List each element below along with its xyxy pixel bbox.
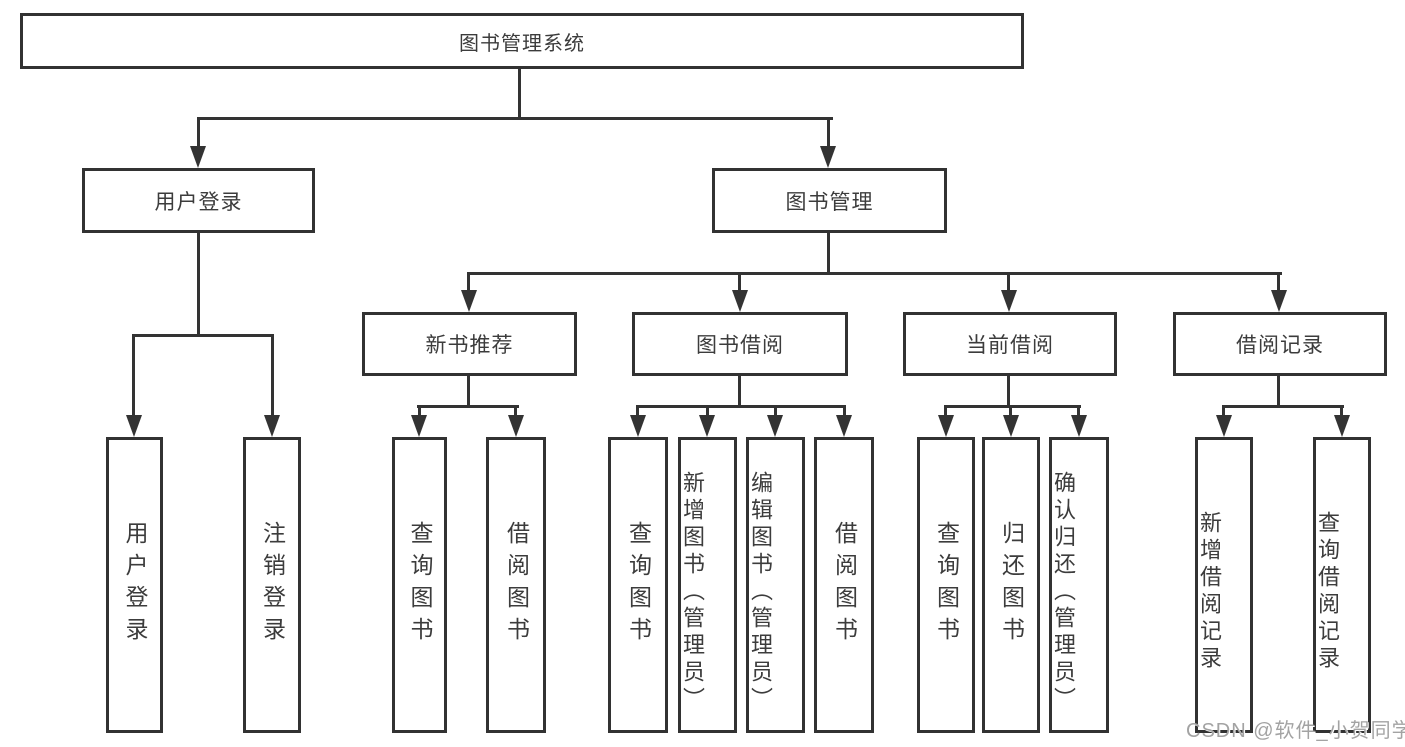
arrowhead-icon xyxy=(1003,415,1019,437)
node-label: 查询图书 xyxy=(407,521,433,649)
connector-line xyxy=(418,405,421,419)
leaf-return-books: 归还图书 xyxy=(982,437,1040,733)
node-label: 查询图书 xyxy=(625,521,652,649)
leaf-borrow-books-borrow: 借阅图书 xyxy=(814,437,874,733)
connector-line xyxy=(197,233,200,337)
node-label: 确认归还（管理员） xyxy=(1051,470,1076,714)
arrowhead-icon xyxy=(820,146,836,168)
connector-line xyxy=(1222,405,1344,408)
connector-line xyxy=(514,405,517,419)
node-label: 查询借阅记录 xyxy=(1315,511,1340,673)
arrowhead-icon xyxy=(264,415,280,437)
arrowhead-icon xyxy=(1001,290,1017,312)
arrowhead-icon xyxy=(190,146,206,168)
node-label: 图书管理系统 xyxy=(459,32,585,55)
connector-line xyxy=(843,405,846,419)
node-book-management: 图书管理 xyxy=(712,168,947,233)
node-label: 归还图书 xyxy=(998,521,1025,649)
connector-line xyxy=(827,233,830,275)
node-label: 查询图书 xyxy=(933,521,960,649)
node-label: 注销登录 xyxy=(259,521,286,649)
node-label: 借阅记录 xyxy=(1236,334,1324,357)
leaf-add-book-admin: 新增图书（管理员） xyxy=(678,437,737,733)
leaf-borrow-books-recommend: 借阅图书 xyxy=(486,437,546,733)
connector-line xyxy=(467,272,470,294)
connector-line xyxy=(1007,376,1010,408)
node-label: 当前借阅 xyxy=(966,334,1054,357)
connector-line xyxy=(467,376,470,408)
node-label: 编辑图书（管理员） xyxy=(748,470,773,714)
node-current-borrow: 当前借阅 xyxy=(903,312,1117,376)
arrowhead-icon xyxy=(732,290,748,312)
arrowhead-icon xyxy=(630,415,646,437)
node-borrow-records: 借阅记录 xyxy=(1173,312,1387,376)
node-label: 借阅图书 xyxy=(831,521,858,649)
arrowhead-icon xyxy=(1071,415,1087,437)
leaf-query-borrow-record: 查询借阅记录 xyxy=(1313,437,1371,733)
connector-line xyxy=(1277,376,1280,408)
arrowhead-icon xyxy=(126,415,142,437)
connector-line xyxy=(197,117,200,150)
connector-line xyxy=(1077,405,1080,419)
connector-line xyxy=(827,117,830,150)
watermark: CSDN @软件_小贺同学 xyxy=(1186,720,1405,742)
node-book-borrow: 图书借阅 xyxy=(632,312,848,376)
connector-line xyxy=(132,334,135,417)
node-label: 图书管理 xyxy=(785,190,874,214)
node-library-system: 图书管理系统 xyxy=(20,13,1024,69)
leaf-user-login: 用户登录 xyxy=(106,437,163,733)
connector-line xyxy=(518,69,521,119)
leaf-add-borrow-record: 新增借阅记录 xyxy=(1195,437,1253,733)
leaf-edit-book-admin: 编辑图书（管理员） xyxy=(746,437,805,733)
leaf-query-books-current: 查询图书 xyxy=(917,437,975,733)
connector-line xyxy=(197,117,833,120)
connector-line xyxy=(706,405,709,419)
node-label: 用户登录 xyxy=(122,521,148,649)
arrowhead-icon xyxy=(508,415,524,437)
connector-line xyxy=(944,405,1081,408)
arrowhead-icon xyxy=(1216,415,1232,437)
connector-line xyxy=(1222,405,1225,419)
node-label: 新增图书（管理员） xyxy=(680,470,705,714)
node-label: 用户登录 xyxy=(154,190,243,214)
node-label: 图书借阅 xyxy=(696,334,784,357)
arrowhead-icon xyxy=(767,415,783,437)
arrowhead-icon xyxy=(1334,415,1350,437)
node-label: 借阅图书 xyxy=(503,521,530,649)
node-user-login: 用户登录 xyxy=(82,168,315,233)
arrowhead-icon xyxy=(411,415,427,437)
leaf-query-books-borrow: 查询图书 xyxy=(608,437,668,733)
leaf-confirm-return-admin: 确认归还（管理员） xyxy=(1049,437,1109,733)
connector-line xyxy=(636,405,639,419)
node-new-book-recommend: 新书推荐 xyxy=(362,312,577,376)
connector-line xyxy=(738,272,741,294)
connector-line xyxy=(944,405,947,419)
arrowhead-icon xyxy=(836,415,852,437)
leaf-query-books-recommend: 查询图书 xyxy=(392,437,447,733)
connector-line xyxy=(467,272,1282,275)
connector-line xyxy=(417,405,519,408)
connector-line xyxy=(636,405,846,408)
node-label: 新增借阅记录 xyxy=(1197,511,1222,673)
connector-line xyxy=(132,334,274,337)
node-label: 新书推荐 xyxy=(425,334,514,357)
connector-line xyxy=(774,405,777,419)
connector-line xyxy=(738,376,741,408)
connector-line xyxy=(1007,272,1010,294)
arrowhead-icon xyxy=(1271,290,1287,312)
arrowhead-icon xyxy=(938,415,954,437)
arrowhead-icon xyxy=(461,290,477,312)
connector-line xyxy=(271,334,274,417)
arrowhead-icon xyxy=(699,415,715,437)
connector-line xyxy=(1009,405,1012,419)
connector-line xyxy=(1277,272,1280,294)
leaf-logout: 注销登录 xyxy=(243,437,301,733)
connector-line xyxy=(1340,405,1343,419)
